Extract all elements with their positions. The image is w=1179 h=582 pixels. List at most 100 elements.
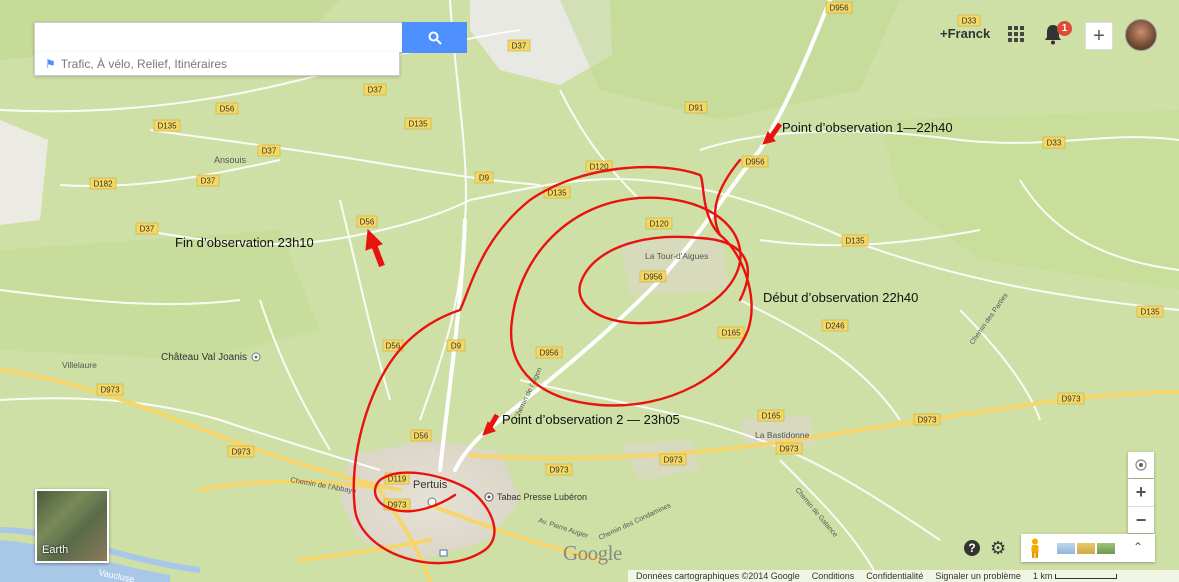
forest-area (880, 110, 1179, 290)
svg-text:D135: D135 (408, 120, 428, 129)
svg-text:D119: D119 (388, 475, 407, 484)
zoom-in-button[interactable]: + (1135, 482, 1147, 502)
svg-text:D37: D37 (140, 225, 155, 234)
red-arrow-icon (365, 228, 385, 268)
svg-text:D135: D135 (845, 237, 865, 246)
road-label: D56 (356, 215, 378, 228)
scale-label: 1 km (1032, 571, 1053, 581)
poi-marker-dot (254, 355, 258, 359)
svg-text:D973: D973 (100, 386, 120, 395)
red-arrow-icon (482, 413, 500, 436)
expand-chevron-icon[interactable]: ⌃ (1133, 540, 1144, 554)
road-label: D973 (1057, 392, 1085, 405)
road-label: D37 (135, 222, 159, 235)
search-button[interactable] (402, 22, 467, 53)
svg-text:D956: D956 (643, 273, 663, 282)
directions-icon: ⚑ (45, 56, 56, 71)
gear-icon[interactable]: ⚙ (990, 538, 1007, 558)
road-label: D37 (507, 39, 531, 52)
road-label: D973 (96, 383, 124, 396)
annotation-observation-point-1: Point d’observation 1—22h40 (782, 120, 953, 135)
place-pertuis: Pertuis (413, 479, 448, 491)
svg-text:D91: D91 (689, 104, 704, 113)
layer-thumb-terrain-icon[interactable] (1057, 543, 1075, 554)
help-icon[interactable]: ? (964, 540, 980, 556)
zoom-control: + − (1128, 479, 1154, 533)
road-label: D956 (825, 1, 853, 14)
svg-text:D246: D246 (825, 322, 845, 331)
road-label: D973 (227, 445, 255, 458)
svg-text:D973: D973 (1061, 395, 1081, 404)
road-label: D973 (775, 442, 803, 455)
svg-text:D120: D120 (649, 220, 669, 229)
road-label: D9 (446, 339, 466, 352)
search-box (34, 22, 407, 53)
svg-text:D9: D9 (451, 342, 462, 351)
observation-trajectory (352, 158, 753, 565)
svg-text:D37: D37 (368, 86, 383, 95)
road-label: D120 (645, 217, 673, 230)
privacy-link[interactable]: Confidentialité (866, 571, 924, 581)
report-problem-link[interactable]: Signaler un problème (935, 571, 1021, 581)
place-villelaure: Villelaure (62, 360, 97, 370)
layer-thumb-photo-icon[interactable] (1097, 543, 1115, 554)
svg-text:D956: D956 (539, 349, 559, 358)
main-roads (0, 368, 1179, 582)
road-label: D37 (257, 144, 281, 157)
transit-marker-icon[interactable] (439, 549, 448, 557)
share-plus-button[interactable]: + (1085, 22, 1113, 50)
search-input[interactable] (35, 23, 407, 50)
map-data-credit: Données cartographiques ©2014 Google (636, 571, 800, 581)
place-la-bastidonne: La Bastidonne (755, 430, 810, 440)
road-label: D135 (404, 117, 432, 130)
scale-indicator[interactable]: 1 km (1033, 571, 1118, 581)
poi-marker-dot (487, 495, 491, 499)
svg-text:D135: D135 (157, 122, 177, 131)
search-icon (428, 31, 442, 45)
svg-text:D135: D135 (547, 189, 567, 198)
road-label: D973 (913, 413, 941, 426)
svg-text:D33: D33 (962, 17, 977, 26)
scale-bar (1055, 574, 1118, 580)
road-label: D956 (535, 346, 563, 359)
zoom-out-button[interactable]: − (1135, 510, 1147, 530)
road-label: D37 (196, 174, 220, 187)
my-location-icon (1135, 459, 1147, 471)
red-arrow-icon (762, 122, 783, 145)
road-label: D973 (545, 463, 573, 476)
road-label: D91 (684, 101, 708, 114)
svg-text:D956: D956 (829, 4, 849, 13)
place-chateau-val-joanis: Château Val Joanis (161, 352, 247, 363)
road-label: D182 (89, 177, 117, 190)
footer-bar: Données cartographiques ©2014 Google Con… (628, 570, 1179, 582)
svg-text:D165: D165 (721, 329, 741, 338)
svg-text:D9: D9 (479, 174, 490, 183)
search-suggestion[interactable]: ⚑ Trafic, À vélo, Relief, Itinéraires (34, 52, 400, 76)
layer-thumb-traffic-icon[interactable] (1077, 543, 1095, 554)
road-label: D956 (741, 155, 769, 168)
pegman-icon[interactable] (1029, 538, 1041, 558)
earth-view-toggle[interactable]: Earth (35, 489, 109, 563)
apps-grid-icon[interactable] (1008, 26, 1024, 42)
svg-text:D37: D37 (262, 147, 277, 156)
svg-text:D56: D56 (386, 342, 401, 351)
annotation-observation-point-2: Point d’observation 2 — 23h05 (502, 412, 680, 427)
terms-link[interactable]: Conditions (811, 571, 855, 581)
notification-badge[interactable]: 1 (1057, 21, 1072, 36)
svg-text:D973: D973 (387, 501, 407, 510)
place-tabac-presse-luberon: Tabac Presse Lubéron (497, 492, 587, 502)
road-label: D33 (957, 14, 981, 27)
svg-text:D973: D973 (779, 445, 799, 454)
svg-text:D37: D37 (201, 177, 216, 186)
my-location-button[interactable] (1128, 452, 1154, 478)
svg-text:D182: D182 (93, 180, 113, 189)
search-suggestion-text: Trafic, À vélo, Relief, Itinéraires (60, 56, 228, 71)
svg-text:D56: D56 (220, 105, 235, 114)
road-label: D973 (659, 453, 687, 466)
avatar[interactable] (1125, 19, 1157, 51)
svg-text:D120: D120 (589, 163, 609, 172)
annotation-observation-start: Début d’observation 22h40 (763, 290, 919, 305)
user-name-link[interactable]: +Franck (940, 26, 991, 41)
forest-area (560, 0, 900, 120)
